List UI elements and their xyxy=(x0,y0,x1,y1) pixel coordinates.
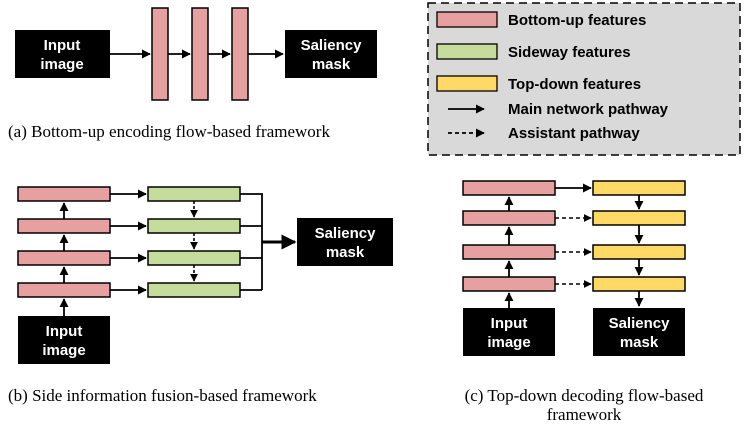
legend-label-bottom-up: Bottom-up features xyxy=(508,12,646,29)
legend-label-sideway: Sideway features xyxy=(508,44,631,61)
panel-a: Input image Saliency mask (a) Bottom-up … xyxy=(8,7,377,141)
bottom-up-feature-bar xyxy=(231,7,249,101)
bottom-up-feature-bar xyxy=(462,244,556,260)
panel-b-merge-lines xyxy=(240,193,263,291)
panel-a-input-block xyxy=(15,30,110,78)
bottom-up-feature-bar xyxy=(17,250,111,266)
panel-b-input-block xyxy=(18,316,110,364)
panel-c-caption-line1: (c) Top-down decoding flow-based xyxy=(465,386,704,405)
panel-c-input-block xyxy=(463,308,555,356)
bottom-up-feature-bar xyxy=(17,186,111,202)
bottom-up-feature-bar xyxy=(151,7,169,101)
panel-c-caption-line2: framework xyxy=(547,405,622,424)
top-down-feature-bar xyxy=(592,244,686,260)
top-down-feature-bar xyxy=(592,276,686,292)
bottom-up-feature-bar xyxy=(17,218,111,234)
bottom-up-feature-bar xyxy=(17,282,111,298)
panel-b-caption: (b) Side information fusion-based framew… xyxy=(8,386,317,405)
panel-c-input-line1: Input xyxy=(491,315,528,332)
legend-label-assistant-pathway: Assistant pathway xyxy=(508,125,640,142)
legend-swatch-sideway xyxy=(436,43,498,60)
panel-b-output-block xyxy=(297,218,393,266)
panel-c-input-line2: image xyxy=(487,334,530,351)
panel-b-input-line2: image xyxy=(42,342,85,359)
panel-c-output-block xyxy=(593,308,685,356)
bottom-up-feature-bar xyxy=(462,180,556,196)
legend-label-main-pathway: Main network pathway xyxy=(508,101,669,118)
panel-a-output-line2: mask xyxy=(312,56,351,73)
panel-a-input-line2: image xyxy=(40,56,83,73)
legend-swatch-bottom-up xyxy=(436,11,498,28)
top-down-feature-bar xyxy=(592,180,686,196)
legend-label-top-down: Top-down features xyxy=(508,76,641,93)
legend-swatch-top-down xyxy=(436,75,498,92)
panel-a-input-line1: Input xyxy=(44,37,81,54)
sideway-feature-bar xyxy=(147,186,241,202)
bottom-up-feature-bar xyxy=(462,210,556,226)
panel-a-caption: (a) Bottom-up encoding flow-based framew… xyxy=(8,122,330,141)
sideway-feature-bar xyxy=(147,218,241,234)
panel-a-output-block xyxy=(285,30,377,78)
panel-b: Saliency mask Input image (b) Side infor… xyxy=(8,186,393,405)
panel-b-input-line1: Input xyxy=(46,323,83,340)
panel-c: Input image Saliency mask (c) Top-down d… xyxy=(462,180,704,424)
sideway-feature-bar xyxy=(147,282,241,298)
legend: Bottom-up features Sideway features Top-… xyxy=(427,2,741,156)
sideway-feature-bar xyxy=(147,250,241,266)
top-down-feature-bar xyxy=(592,210,686,226)
panel-b-output-line2: mask xyxy=(326,244,365,261)
panel-a-output-line1: Saliency xyxy=(301,37,363,54)
bottom-up-feature-bar xyxy=(462,276,556,292)
panel-c-output-line2: mask xyxy=(620,334,659,351)
panel-c-output-line1: Saliency xyxy=(609,315,671,332)
panel-b-output-line1: Saliency xyxy=(315,225,377,242)
bottom-up-feature-bar xyxy=(191,7,209,101)
